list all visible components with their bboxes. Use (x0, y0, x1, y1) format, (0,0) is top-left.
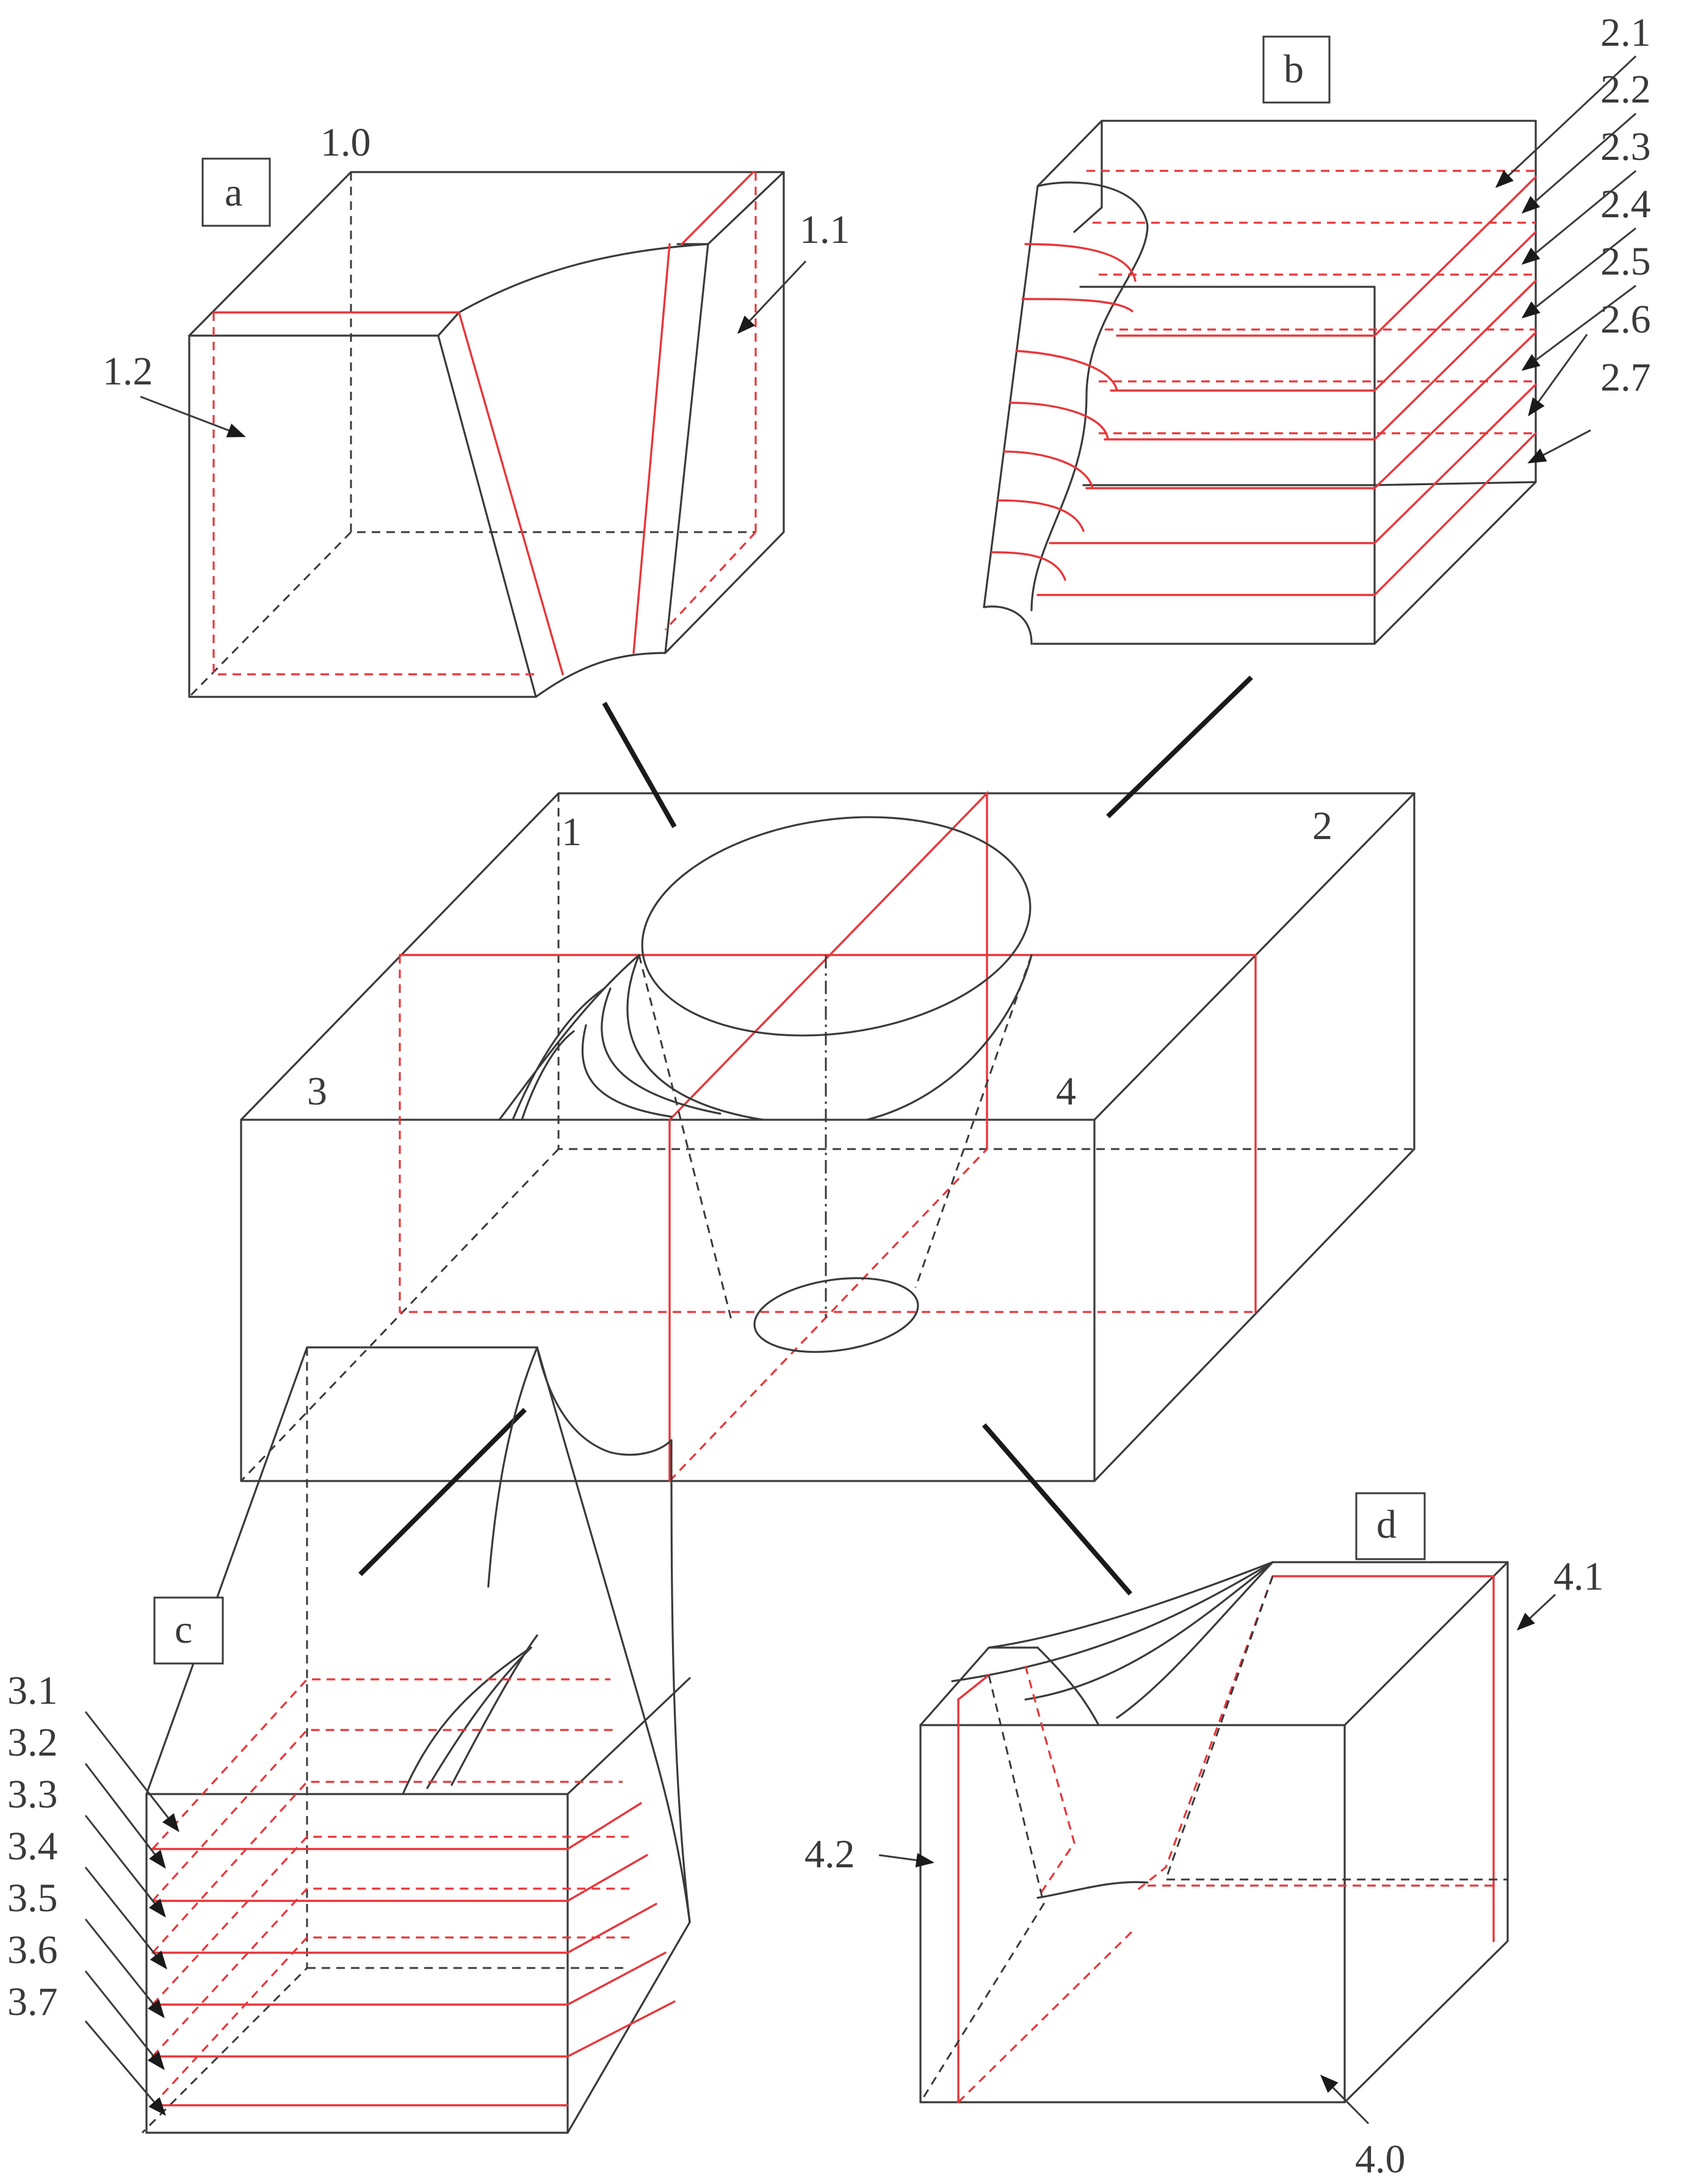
central-block: 1 2 3 4 (240, 790, 1415, 1482)
callout-2-6: 2.6 (1600, 297, 1651, 342)
callout-2-2: 2.2 (1600, 67, 1651, 112)
panel-d-block: d 4.0 4.1 4.2 (804, 1492, 1604, 2182)
callout-3-6: 3.6 (7, 1928, 58, 1972)
callout-2-3: 2.3 (1600, 124, 1651, 169)
panel-c-label: c (175, 1607, 192, 1652)
callout-4-2: 4.2 (804, 1832, 855, 1876)
callout-1-2: 1.2 (103, 349, 153, 394)
panel-c-label-box (153, 1596, 224, 1665)
callout-2-5: 2.5 (1600, 239, 1651, 284)
callout-4-1: 4.1 (1553, 1554, 1604, 1599)
panel-d-label: d (1376, 1502, 1397, 1547)
panel-a-block: a 1.0 1.1 1.2 (103, 120, 850, 698)
quadrant-label-1: 1 (562, 810, 582, 854)
quadrant-label-3: 3 (307, 1069, 327, 1114)
callout-3-5: 3.5 (7, 1876, 58, 1920)
panel-b-label: b (1284, 47, 1304, 92)
panel-a-label-box (201, 157, 271, 227)
connector-lines (358, 676, 1253, 1596)
quadrant-label-2: 2 (1312, 804, 1332, 848)
callout-3-4: 3.4 (7, 1824, 58, 1869)
callout-2-4: 2.4 (1600, 182, 1651, 226)
callout-2-1: 2.1 (1600, 10, 1651, 55)
callout-4-0: 4.0 (1355, 2137, 1406, 2182)
callout-3-3: 3.3 (7, 1772, 58, 1817)
panel-d-label-box (1355, 1492, 1426, 1560)
callout-1-1: 1.1 (800, 207, 850, 252)
panel-b-block: b 2.1 2.2 2.3 2.4 2.5 2.6 2.7 (983, 10, 1651, 645)
panel-b-label-box (1262, 35, 1331, 104)
callout-2-7: 2.7 (1600, 355, 1651, 400)
callout-3-7: 3.7 (7, 1980, 58, 2024)
quadrant-label-4: 4 (1056, 1069, 1076, 1114)
panel-c-block: c 3.1 3.2 3.3 3.4 3.5 3.6 3.7 (7, 1346, 691, 2134)
panel-a-label: a (225, 170, 242, 215)
callout-3-2: 3.2 (7, 1720, 58, 1765)
callout-3-1: 3.1 (7, 1668, 58, 1713)
callout-1-0: 1.0 (320, 120, 371, 165)
